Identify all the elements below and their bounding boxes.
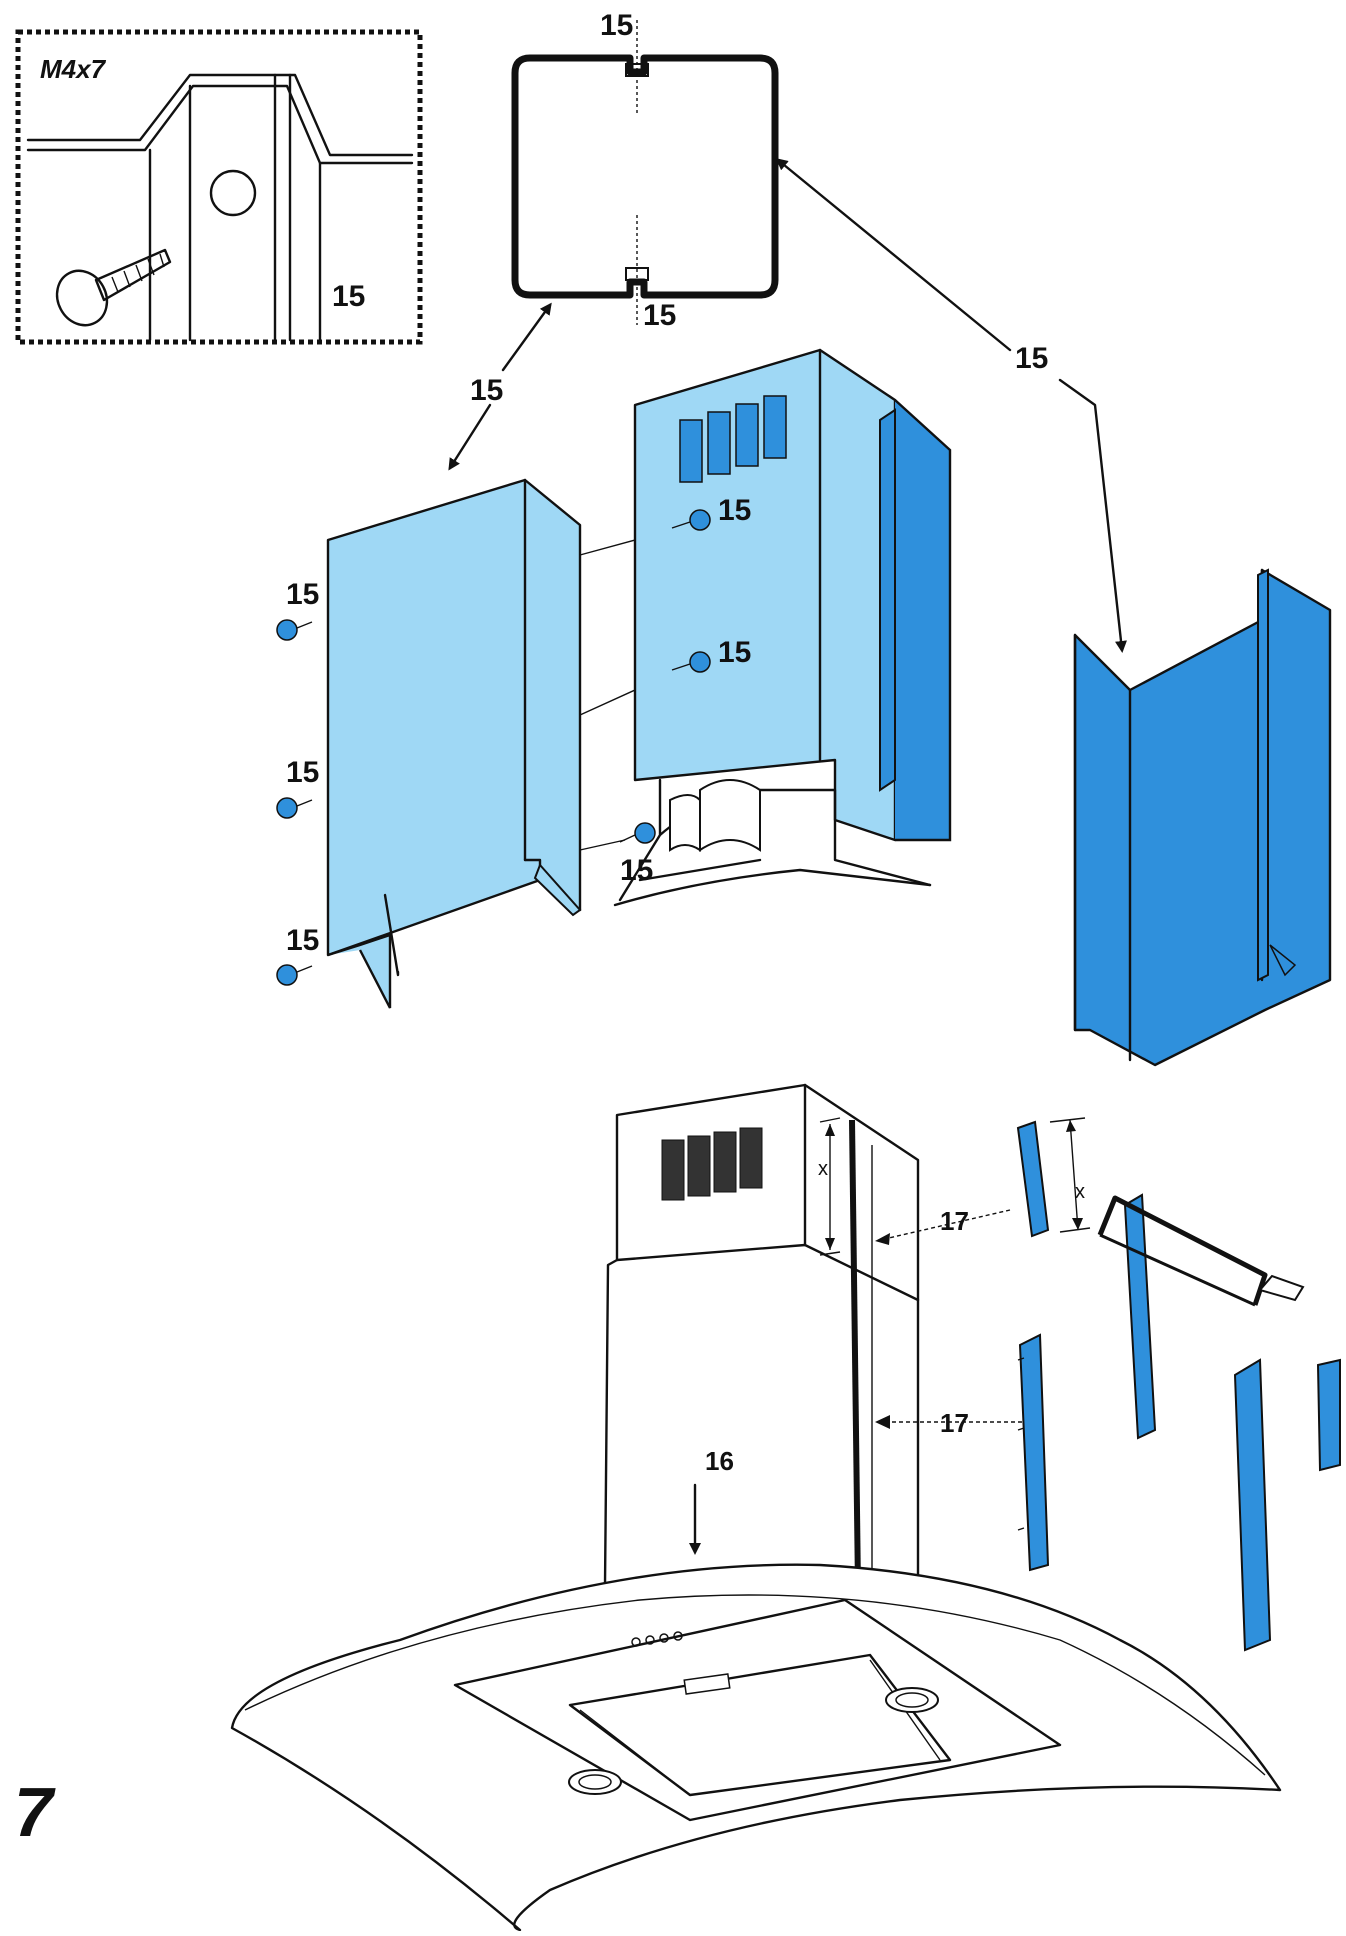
screw-lower-top-label: 15 — [286, 578, 319, 611]
arrow-left-label: 15 — [470, 374, 503, 407]
dimension-strip-label: x — [1075, 1181, 1085, 1203]
screw-detail-inset: M4x7 15 — [15, 29, 423, 345]
profile-top-label: 15 — [600, 9, 633, 42]
chimney-profile-section: 15 15 — [511, 9, 779, 332]
upper-chimney-side-panel — [1073, 568, 1332, 1067]
upper-chimney-body — [613, 348, 952, 907]
chimney-part-label: 16 — [705, 1446, 734, 1476]
vent-grille — [679, 395, 787, 483]
screw-lower-mid-label: 15 — [286, 756, 319, 789]
trim-strips: x — [1016, 1117, 1341, 1652]
assembly-arrows: 15 15 — [448, 158, 1127, 653]
strip-lower-label: 17 — [940, 1408, 969, 1438]
screw-icon — [671, 509, 711, 531]
inset-part-label: 15 — [332, 280, 365, 313]
inset-screw-size-label: M4x7 — [40, 54, 107, 84]
hacksaw-icon — [1097, 1195, 1305, 1307]
hood-canopy — [230, 1563, 1282, 1932]
screw-icon — [55, 248, 172, 327]
screw-icon — [276, 797, 313, 819]
upper-screws: 15 15 15 15 15 15 — [276, 494, 751, 986]
screw-icon — [619, 822, 656, 844]
screw-icon — [276, 619, 313, 641]
lower-chimney-assembly: x 17 17 16 — [603, 1083, 1022, 1589]
light-icon — [568, 1769, 622, 1795]
screw-lower-bottom-label: 15 — [286, 924, 319, 957]
vent-grille — [661, 1127, 763, 1201]
light-icon — [885, 1687, 939, 1713]
strip-upper-label: 17 — [940, 1206, 969, 1236]
profile-bottom-label: 15 — [643, 299, 676, 332]
arrow-right-label: 15 — [1015, 342, 1048, 375]
screw-upper-bottom-label: 15 — [620, 854, 653, 887]
dimension-chimney-label: x — [818, 1158, 828, 1180]
control-buttons — [631, 1631, 683, 1647]
screw-upper-top-label: 15 — [718, 494, 751, 527]
screw-icon — [671, 651, 711, 673]
upper-chimney-front-panel — [326, 478, 691, 1009]
screw-icon — [276, 964, 313, 986]
figure-number: 7 — [14, 1773, 56, 1851]
screw-upper-mid-label: 15 — [718, 636, 751, 669]
